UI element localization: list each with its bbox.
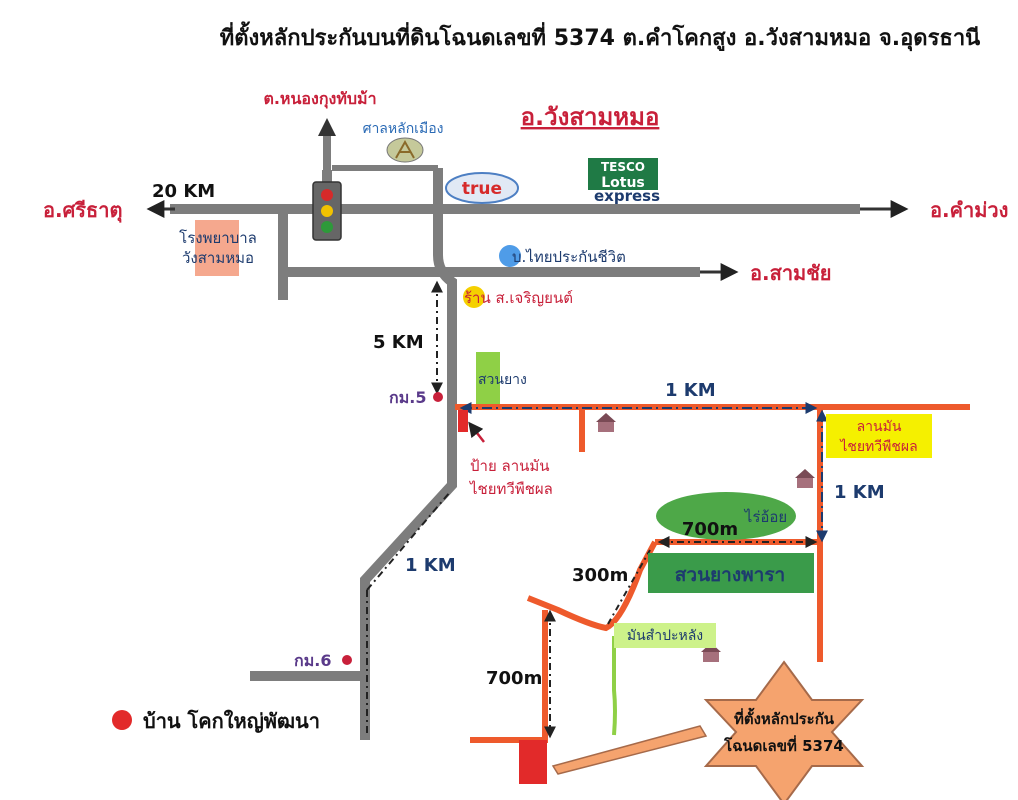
rubber-small-label: สวนยาง xyxy=(478,372,527,388)
hospital-label-2: วังสามหมอ xyxy=(182,249,254,267)
insurance-label: บ.ไทยประกันชีวิต xyxy=(512,248,626,266)
collateral-label-2: โฉนดเลขที่ 5374 xyxy=(723,735,844,755)
north-destination: ต.หนองกุงทับม้า xyxy=(263,89,376,109)
sugarcane-label: ไร่อ้อย xyxy=(744,508,787,526)
cassava-path xyxy=(612,636,617,736)
lanman-label-1: ลานมัน xyxy=(857,419,902,435)
shrine-label: ศาลหลักเมือง xyxy=(363,121,444,137)
lanman-label-box xyxy=(826,414,932,458)
north-arrow xyxy=(318,118,336,136)
east-destination: อ.คำม่วง xyxy=(930,198,1008,222)
west-distance: 20 KM xyxy=(152,181,215,202)
collateral-label-1: ที่ตั้งหลักประกัน xyxy=(734,707,835,728)
express-label: express xyxy=(594,187,660,205)
house-icon xyxy=(795,469,815,488)
distance-300m: 300m xyxy=(572,565,628,586)
district-label: อ.วังสามหมอ xyxy=(521,103,660,131)
rubber-big-marker xyxy=(648,553,814,593)
distance-1km-top: 1 KM xyxy=(665,380,716,401)
true-label: true xyxy=(462,179,502,199)
cassava-label: มันสำปะหลัง xyxy=(627,628,703,644)
sugarcane-marker xyxy=(656,492,796,540)
distance-700m-top: 700m xyxy=(682,519,738,540)
true-badge: true xyxy=(445,172,519,204)
distance-5km: 5 KM xyxy=(373,332,424,353)
sign-label-2: ไชยทวีพืชผล xyxy=(469,480,553,498)
village-label: บ้าน โคกใหญ่พัฒนา xyxy=(143,709,320,733)
distance-1km-right: 1 KM xyxy=(834,482,885,503)
insurance-marker xyxy=(499,245,521,267)
direction-arrows xyxy=(146,118,909,281)
sign-label-1: ป้าย ลานมัน xyxy=(470,457,550,475)
km5-label: กม.5 xyxy=(389,388,426,407)
rubber-small-marker xyxy=(476,352,500,404)
km6-dot xyxy=(342,655,352,665)
distance-700m-left: 700m xyxy=(486,668,542,689)
shrine-icon xyxy=(386,137,424,163)
shop-marker xyxy=(463,286,485,308)
collateral-star xyxy=(703,660,865,800)
sign-marker xyxy=(458,410,468,432)
km6-label: กม.6 xyxy=(294,651,331,670)
shop-label: ร้าน ส.เจริญยนต์ xyxy=(464,289,573,307)
collateral-plot xyxy=(519,740,547,784)
hospital-label-1: โรงพยาบาล xyxy=(179,229,257,247)
south-highway xyxy=(360,209,457,740)
distance-1km-left: 1 KM xyxy=(405,555,456,576)
west-destination: อ.ศรีธาตุ xyxy=(43,198,122,223)
dist-300m-line xyxy=(607,549,651,625)
rubber-big-label: สวนยางพารา xyxy=(675,564,785,586)
road-network xyxy=(170,165,860,740)
village-marker xyxy=(112,710,132,730)
samchai-destination: อ.สามชัย xyxy=(750,261,832,285)
km5-dot xyxy=(433,392,443,402)
distance-indicators xyxy=(366,280,828,739)
map-title: ที่ตั้งหลักประกันบนที่ดินโฉนดเลขที่ 5374… xyxy=(220,21,980,52)
route-300m xyxy=(526,540,658,632)
cassava-marker xyxy=(614,623,716,648)
tesco-logo: TESCO Lotus express xyxy=(588,158,660,205)
traffic-light xyxy=(312,181,342,241)
house-icon xyxy=(596,413,616,432)
hospital-marker xyxy=(195,220,239,276)
lanman-label-2: ไชยทวีพืชผล xyxy=(839,438,917,455)
tesco-label: TESCO xyxy=(601,160,645,174)
sign-pointer xyxy=(468,421,485,443)
lotus-label: Lotus xyxy=(601,175,645,191)
collateral-pointer xyxy=(551,725,708,775)
